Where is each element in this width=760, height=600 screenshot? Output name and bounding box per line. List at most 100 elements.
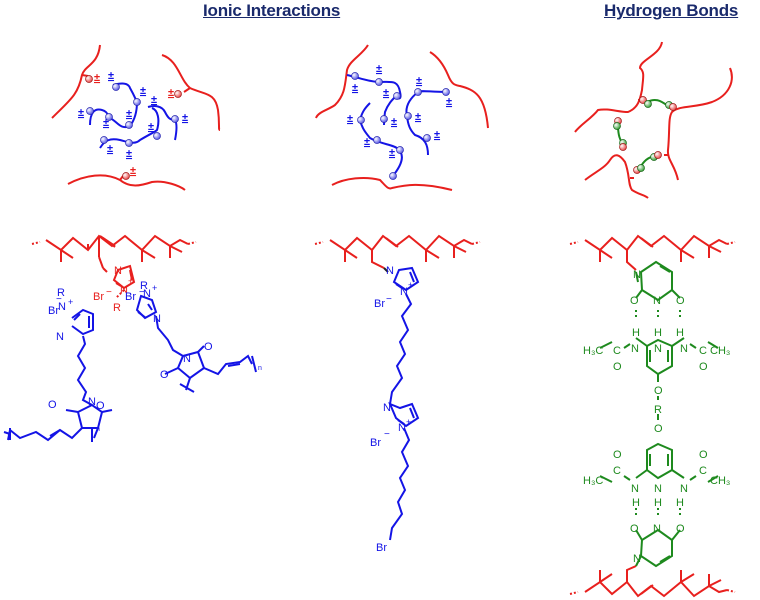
svg-text:R: R — [57, 287, 65, 299]
svg-text:O: O — [676, 523, 685, 535]
svg-text:±: ± — [415, 111, 421, 123]
svg-text:±: ± — [347, 113, 353, 125]
svg-text:H: H — [632, 327, 640, 339]
svg-text:±: ± — [140, 85, 146, 97]
svg-text:±: ± — [376, 63, 382, 75]
svg-text:N: N — [114, 265, 122, 277]
svg-text:N: N — [653, 295, 661, 307]
svg-text:H₃C: H₃C — [583, 475, 603, 487]
svg-text:O: O — [613, 361, 622, 373]
svg-text:N: N — [88, 396, 96, 408]
svg-text:±: ± — [107, 143, 113, 155]
svg-text:±: ± — [383, 87, 389, 99]
svg-text:H: H — [654, 497, 662, 509]
svg-text:+: + — [68, 297, 73, 307]
svg-text:R: R — [140, 280, 148, 292]
title-ionic-interactions: Ionic Interactions — [203, 1, 341, 20]
svg-text:O: O — [160, 369, 169, 381]
svg-text:R: R — [654, 404, 662, 416]
svg-text:N: N — [120, 284, 128, 296]
svg-text:C: C — [699, 465, 707, 477]
svg-text:±: ± — [182, 112, 188, 124]
panel-2-structure: N N + Br − N N + Br − Br — [370, 265, 420, 554]
svg-text:N: N — [680, 343, 688, 355]
panel-1-schematic: ± ± ± ± ± ± ± ± ± ± ± ± ± — [51, 44, 221, 191]
svg-text:±: ± — [364, 136, 370, 148]
svg-text:−: − — [386, 294, 392, 305]
panel-1-backbone — [31, 234, 197, 269]
svg-text:±: ± — [108, 70, 114, 82]
svg-text:+: + — [128, 276, 133, 286]
svg-text:Br: Br — [93, 291, 104, 303]
svg-text:N: N — [400, 286, 408, 298]
svg-text:O: O — [676, 295, 685, 307]
svg-text:H₃C: H₃C — [583, 345, 603, 357]
svg-text:±: ± — [389, 147, 395, 159]
svg-text:O: O — [630, 295, 639, 307]
svg-text:±: ± — [416, 75, 422, 87]
svg-text:N: N — [633, 553, 641, 565]
svg-text:C: C — [613, 345, 621, 357]
svg-text:Br: Br — [374, 298, 385, 310]
svg-text:+: + — [152, 283, 157, 293]
svg-text:CH₃: CH₃ — [710, 475, 730, 487]
svg-text:N: N — [58, 301, 66, 313]
svg-text:N: N — [183, 353, 191, 365]
svg-text:O: O — [699, 361, 708, 373]
svg-text:±: ± — [151, 94, 157, 106]
svg-text:−: − — [106, 287, 112, 298]
svg-text:±: ± — [391, 116, 397, 128]
svg-text:CH₃: CH₃ — [710, 345, 730, 357]
svg-text:O: O — [613, 449, 622, 461]
charge-labels-red: ± ± ± — [94, 72, 174, 177]
svg-text:−: − — [139, 287, 145, 298]
svg-text:H: H — [654, 327, 662, 339]
svg-text:+: + — [406, 417, 411, 427]
svg-text:N: N — [398, 422, 406, 434]
svg-text:±: ± — [130, 165, 136, 177]
panel-3-structure: N O N O H H H H₃C C N N N C CH₃ O O O R … — [583, 260, 730, 568]
svg-text:±: ± — [148, 121, 154, 133]
svg-text:N: N — [143, 288, 151, 300]
svg-text:N: N — [383, 402, 391, 414]
svg-text:−: − — [56, 294, 62, 305]
svg-text:±: ± — [434, 129, 440, 141]
svg-text:O: O — [96, 400, 105, 412]
panel-2-backbone — [314, 234, 481, 269]
svg-text:±: ± — [78, 107, 84, 119]
svg-text:H: H — [676, 497, 684, 509]
svg-text:R: R — [113, 302, 121, 314]
svg-text:O: O — [654, 423, 663, 435]
svg-text:N: N — [631, 483, 639, 495]
svg-text:N: N — [386, 265, 394, 277]
panel-2-schematic: ± ± ± ± ± ± ± ± ± ± ± — [315, 44, 489, 191]
svg-text:O: O — [630, 523, 639, 535]
charge-labels-blue: ± ± ± ± ± ± ± ± ± ± — [78, 70, 188, 160]
ionic-bead-markers — [86, 83, 179, 147]
svg-text:O: O — [654, 385, 663, 397]
svg-text:±: ± — [352, 82, 358, 94]
svg-text:N: N — [56, 331, 64, 343]
svg-text:N: N — [631, 343, 639, 355]
svg-text:Br: Br — [125, 291, 136, 303]
title-hydrogen-bonds: Hydrogen Bonds — [604, 1, 739, 20]
svg-text:O: O — [48, 399, 57, 411]
svg-text:N: N — [653, 523, 661, 535]
svg-text:Br: Br — [376, 542, 387, 554]
svg-text:−: − — [384, 429, 390, 440]
svg-text:H: H — [676, 327, 684, 339]
svg-text:N: N — [153, 313, 161, 325]
svg-text:N: N — [680, 483, 688, 495]
svg-text:O: O — [204, 341, 213, 353]
svg-text:±: ± — [126, 148, 132, 160]
svg-text:Br: Br — [370, 437, 381, 449]
panel-1-structure: N N + Br − R R Br − N + N — [3, 264, 262, 442]
svg-text:n: n — [96, 426, 100, 433]
svg-text:H: H — [632, 497, 640, 509]
svg-text:±: ± — [126, 108, 132, 120]
svg-text:±: ± — [168, 87, 174, 99]
svg-text:Br: Br — [48, 305, 59, 317]
svg-text:C: C — [699, 345, 707, 357]
svg-text:O: O — [699, 449, 708, 461]
